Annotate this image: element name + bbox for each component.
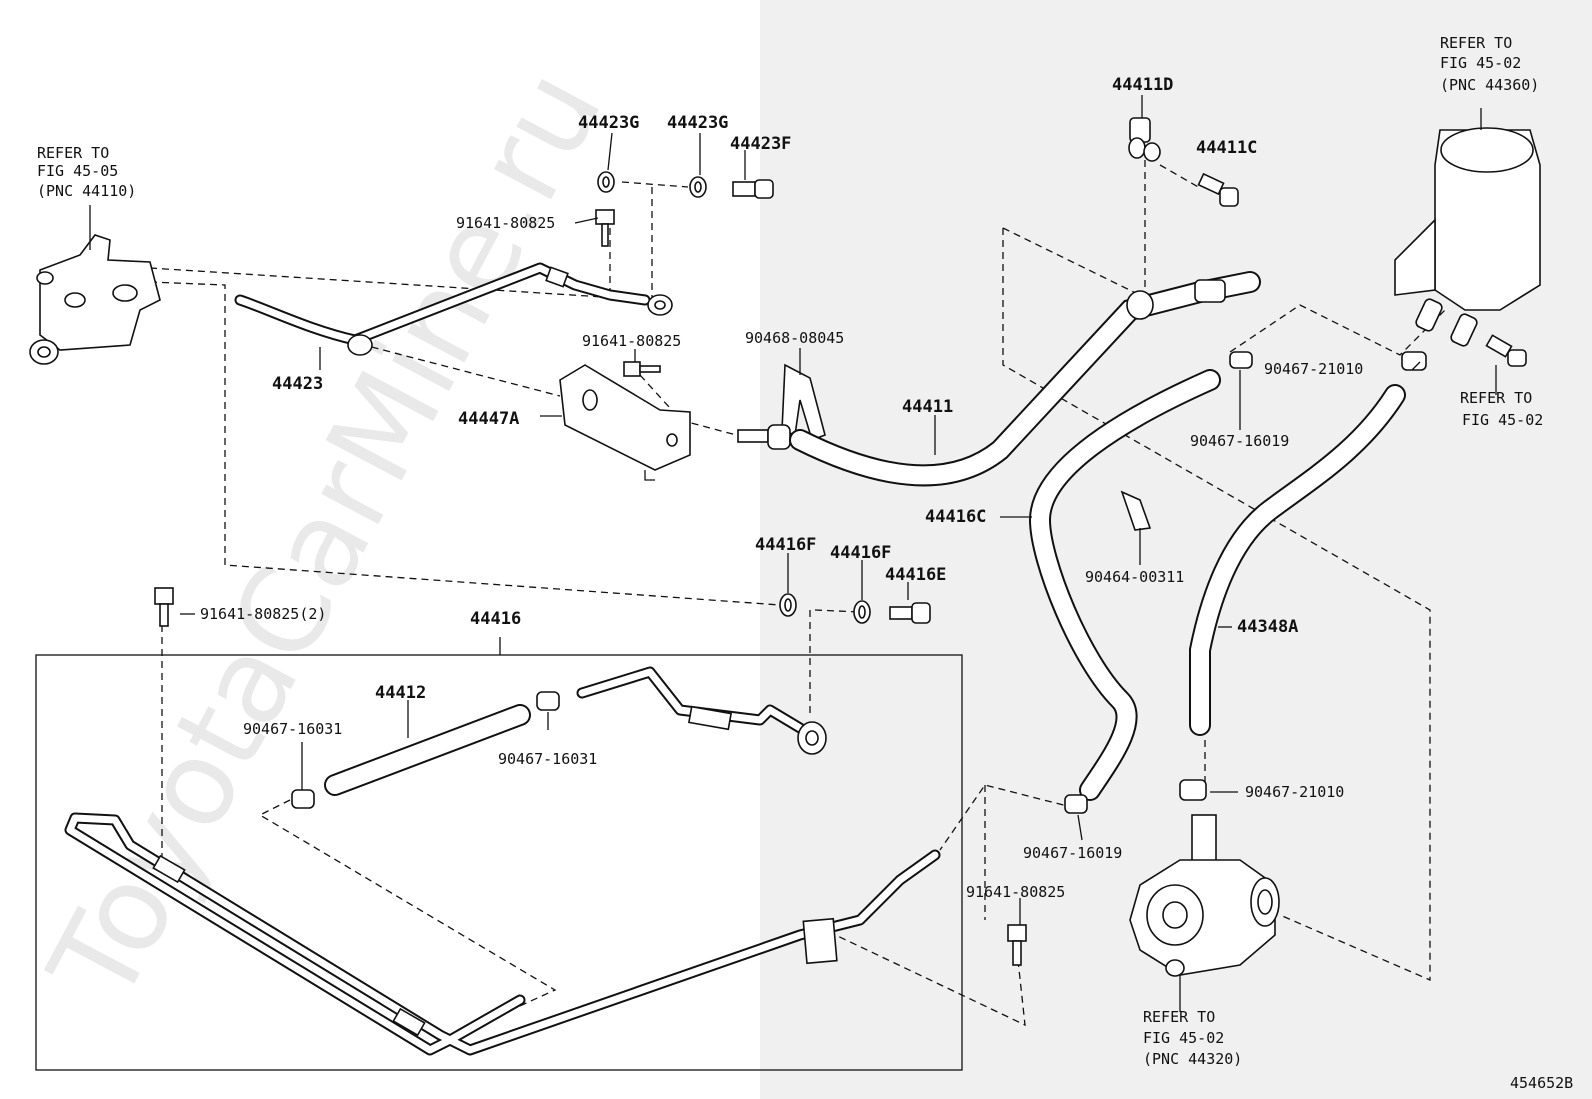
bolt-44411C: [1197, 172, 1239, 207]
ref-line-2: FIG 45-02: [1143, 1029, 1224, 1047]
label-44447A: 44447A: [458, 409, 519, 429]
bolt-91641-2: [154, 587, 174, 627]
label-44423G-b: 44423G: [667, 113, 728, 133]
label-90467-16019-top: 90467-16019: [1190, 432, 1289, 450]
power-steering-pump: [1129, 814, 1280, 977]
dashed-leaders: [149, 160, 1446, 1027]
clamp-90467-21010-bot: [1179, 779, 1207, 801]
bolt-91641-bot: [1007, 924, 1027, 966]
hose-44416C: [1028, 369, 1221, 801]
label-90468: 90468-08045: [745, 329, 844, 347]
bolt-reservoir: [1485, 334, 1527, 367]
clamp-90467-16019-bot: [1064, 794, 1088, 814]
clamp-90467-16031-a: [291, 789, 315, 809]
refer-bolt-right: REFER TO FIG 45-02: [1460, 389, 1543, 429]
washer-44423G-b: [689, 176, 707, 198]
label-leaders: [89, 95, 1497, 1012]
ref-line-1: REFER TO: [37, 144, 109, 162]
label-44416F-a: 44416F: [755, 535, 816, 555]
refer-fig-45-05: REFER TO FIG 45-05 (PNC 44110): [37, 144, 136, 200]
label-91641-bot: 91641-80825: [966, 883, 1065, 901]
cooler-pipe: [64, 812, 941, 1056]
ref-line-3: (PNC 44360): [1440, 76, 1539, 94]
label-90467-16031-b: 90467-16031: [498, 750, 597, 768]
label-90464: 90464-00311: [1085, 568, 1184, 586]
bolt-44416E: [889, 602, 931, 624]
label-90467-16019-bot: 90467-16019: [1023, 844, 1122, 862]
ref-line-1: REFER TO: [1440, 34, 1512, 52]
label-90467-21010-bot: 90467-21010: [1245, 783, 1344, 801]
clamp-90467-16019-top: [1229, 351, 1253, 369]
bracket-44447A: [559, 364, 691, 481]
label-44411C: 44411C: [1196, 138, 1257, 158]
label-91641-2: 91641-80825(2): [200, 605, 326, 623]
pipe-return: [576, 666, 827, 755]
ref-line-2: FIG 45-02: [1440, 54, 1521, 72]
label-90467-16031-a: 90467-16031: [243, 720, 342, 738]
clamp-90467-21010-top: [1401, 351, 1427, 371]
bolt-44423F: [732, 179, 774, 199]
pipe-44423: [234, 262, 673, 356]
refer-reservoir: REFER TO FIG 45-02 (PNC 44360): [1440, 34, 1539, 94]
ref-line-3: (PNC 44320): [1143, 1050, 1242, 1068]
label-44411D: 44411D: [1112, 75, 1173, 95]
label-44416F-b: 44416F: [830, 543, 891, 563]
label-44348A: 44348A: [1237, 617, 1298, 637]
label-91641-mid: 91641-80825: [582, 332, 681, 350]
label-44416: 44416: [470, 609, 521, 629]
hose-44348A: [1189, 384, 1406, 736]
label-44416C: 44416C: [925, 507, 986, 527]
label-44411: 44411: [902, 397, 953, 417]
label-44412: 44412: [375, 683, 426, 703]
ref-line-1: REFER TO: [1460, 389, 1532, 407]
bracket-44411D: [1128, 117, 1161, 162]
ref-line-2: FIG 45-05: [37, 162, 118, 180]
reservoir: [1394, 127, 1541, 347]
hose-44412: [324, 704, 531, 796]
label-90467-21010-top: 90467-21010: [1264, 360, 1363, 378]
washer-44423G-a: [597, 171, 615, 193]
label-44423F: 44423F: [730, 134, 791, 154]
label-44416E: 44416E: [885, 565, 946, 585]
refer-pump: REFER TO FIG 45-02 (PNC 44320): [1143, 1008, 1242, 1068]
steering-gear: [29, 234, 161, 365]
clip-90464: [1120, 490, 1152, 531]
ref-line-3: (PNC 44110): [37, 182, 136, 200]
label-44423G-a: 44423G: [578, 113, 639, 133]
assembly-44416-box: [35, 654, 963, 1071]
label-91641-top: 91641-80825: [456, 214, 555, 232]
hose-44411: [737, 271, 1261, 487]
ref-line-1: REFER TO: [1143, 1008, 1215, 1026]
washer-44416F-b: [853, 600, 871, 624]
diagram-id: 454652B: [1510, 1074, 1573, 1092]
clamp-90467-16031-b: [536, 691, 560, 711]
washer-44416F-a: [779, 593, 797, 617]
bolt-91641-top: [595, 209, 615, 247]
bolt-91641-mid: [623, 361, 661, 377]
ref-line-2: FIG 45-02: [1462, 411, 1543, 429]
label-44423: 44423: [272, 374, 323, 394]
